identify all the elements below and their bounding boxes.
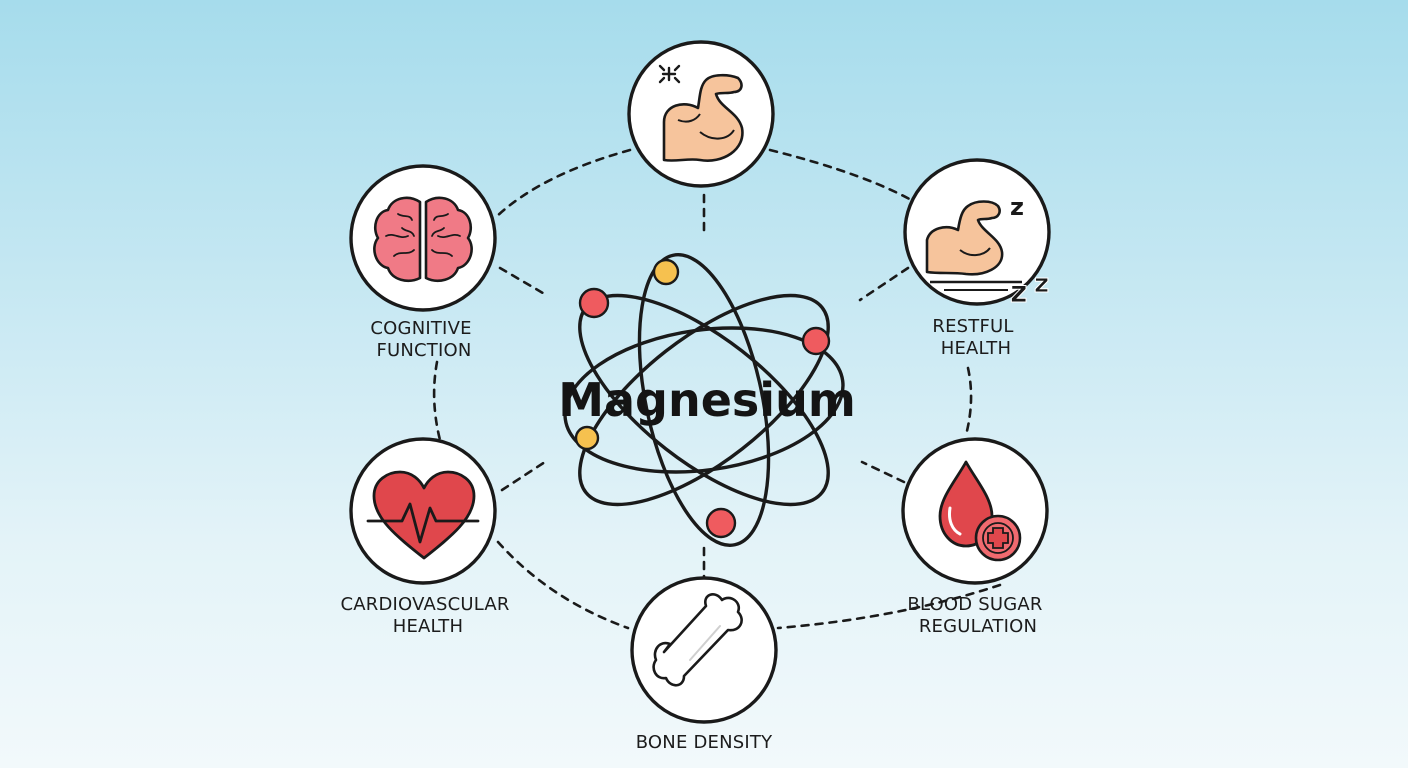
blood-sugar-regulation-label: BLOOD SUGAR REGULATION — [907, 594, 1048, 637]
connector-left — [432, 360, 442, 442]
node-cardiovascular-health — [349, 437, 497, 585]
connector-bottom-right — [776, 583, 1002, 630]
cardiovascular-health-label: CARDIOVASCULAR HEALTH — [340, 594, 515, 637]
connector-top-left — [493, 148, 632, 220]
electron-gold-top — [652, 258, 680, 286]
connector-bottom-left — [496, 540, 630, 630]
connection-ring — [432, 148, 1002, 630]
svg-text:z: z — [1010, 275, 1027, 310]
node-restful-health: z z z — [903, 158, 1051, 311]
spoke-lower-right — [860, 460, 906, 484]
svg-text:z: z — [1010, 193, 1024, 221]
svg-text:z: z — [1034, 269, 1049, 299]
flexed-arm-icon — [658, 64, 744, 162]
heart-pulse-icon — [366, 470, 480, 560]
center-title: Magnesium — [558, 373, 856, 427]
spoke-lower-left — [500, 458, 550, 492]
atom-orbit-vertical — [637, 253, 771, 547]
electron-red-right — [801, 326, 831, 356]
electron-gold-left — [574, 425, 600, 451]
node-cognitive-function — [349, 164, 497, 312]
cognitive-function-label: COGNITIVE FUNCTION — [370, 318, 477, 361]
electron-red-bottom — [705, 507, 737, 539]
bone-icon — [652, 593, 743, 687]
connector-right — [964, 366, 973, 437]
spoke-upper-left — [498, 266, 550, 298]
atom-icon — [563, 253, 845, 547]
brain-icon — [373, 196, 473, 282]
sleeping-muscle-icon: z z z — [925, 193, 1050, 311]
bone-density-label: BONE DENSITY — [636, 732, 773, 753]
node-bone-density — [630, 576, 778, 724]
atom-orbit-right — [578, 293, 830, 507]
electron-red-left — [578, 287, 610, 319]
spoke-upper-right — [858, 266, 910, 302]
restful-health-label: RESTFUL HEALTH — [932, 316, 1019, 359]
blood-drop-plus-icon — [938, 460, 1022, 562]
node-blood-sugar-regulation — [901, 437, 1049, 585]
node-top-strength — [627, 40, 775, 188]
connector-top-right — [768, 148, 922, 207]
